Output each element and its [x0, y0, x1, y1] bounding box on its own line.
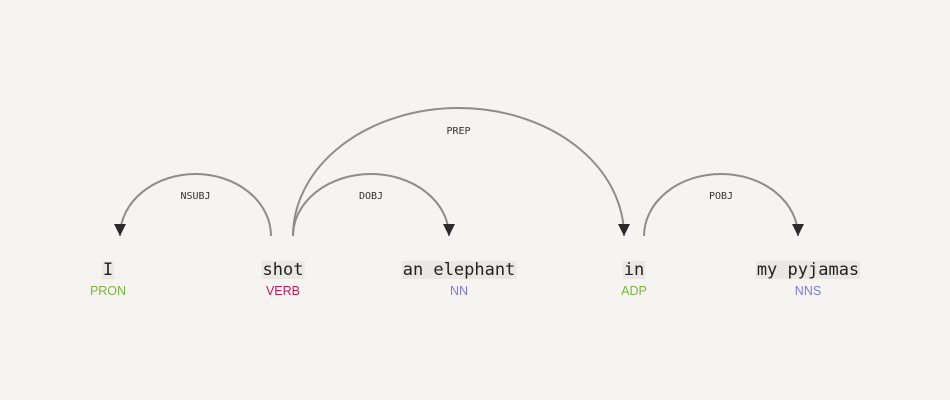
- arc-line: [119, 173, 272, 237]
- arc-label: DOBJ: [359, 191, 383, 202]
- token-word: shot: [263, 260, 304, 280]
- arc-label: PREP: [446, 126, 470, 137]
- token-tag: NN: [450, 284, 468, 298]
- arc-line: [292, 107, 625, 237]
- arrow-head-icon: [792, 224, 804, 236]
- arrow-head-icon: [618, 224, 630, 236]
- token-highlight: [755, 261, 861, 279]
- token-tag: PRON: [90, 284, 126, 298]
- token: I PRON: [90, 260, 126, 298]
- token-word: I: [103, 260, 113, 280]
- token-word: an elephant: [403, 260, 516, 280]
- arc-line: [292, 173, 450, 237]
- dependency-arc-pobj: POBJ: [643, 173, 804, 237]
- token-highlight: [622, 261, 646, 279]
- dependency-arc-dobj: DOBJ: [292, 173, 455, 237]
- arcs-layer: NSUBJ DOBJ PREP POBJ: [114, 107, 804, 237]
- arc-label: POBJ: [709, 191, 733, 202]
- token-highlight: [401, 261, 517, 279]
- arc-line: [643, 173, 799, 237]
- arrow-head-icon: [114, 224, 126, 236]
- dependency-arc-nsubj: NSUBJ: [114, 173, 272, 237]
- token-tag: VERB: [266, 284, 300, 298]
- dependency-arc-prep: PREP: [292, 107, 630, 237]
- token-highlight: [101, 261, 115, 279]
- token-tag: NNS: [795, 284, 821, 298]
- arc-label: NSUBJ: [180, 191, 210, 202]
- token-tag: ADP: [621, 284, 647, 298]
- token-highlight: [261, 261, 305, 279]
- token-word: in: [624, 260, 644, 280]
- token-word: my pyjamas: [757, 260, 859, 280]
- arrow-head-icon: [443, 224, 455, 236]
